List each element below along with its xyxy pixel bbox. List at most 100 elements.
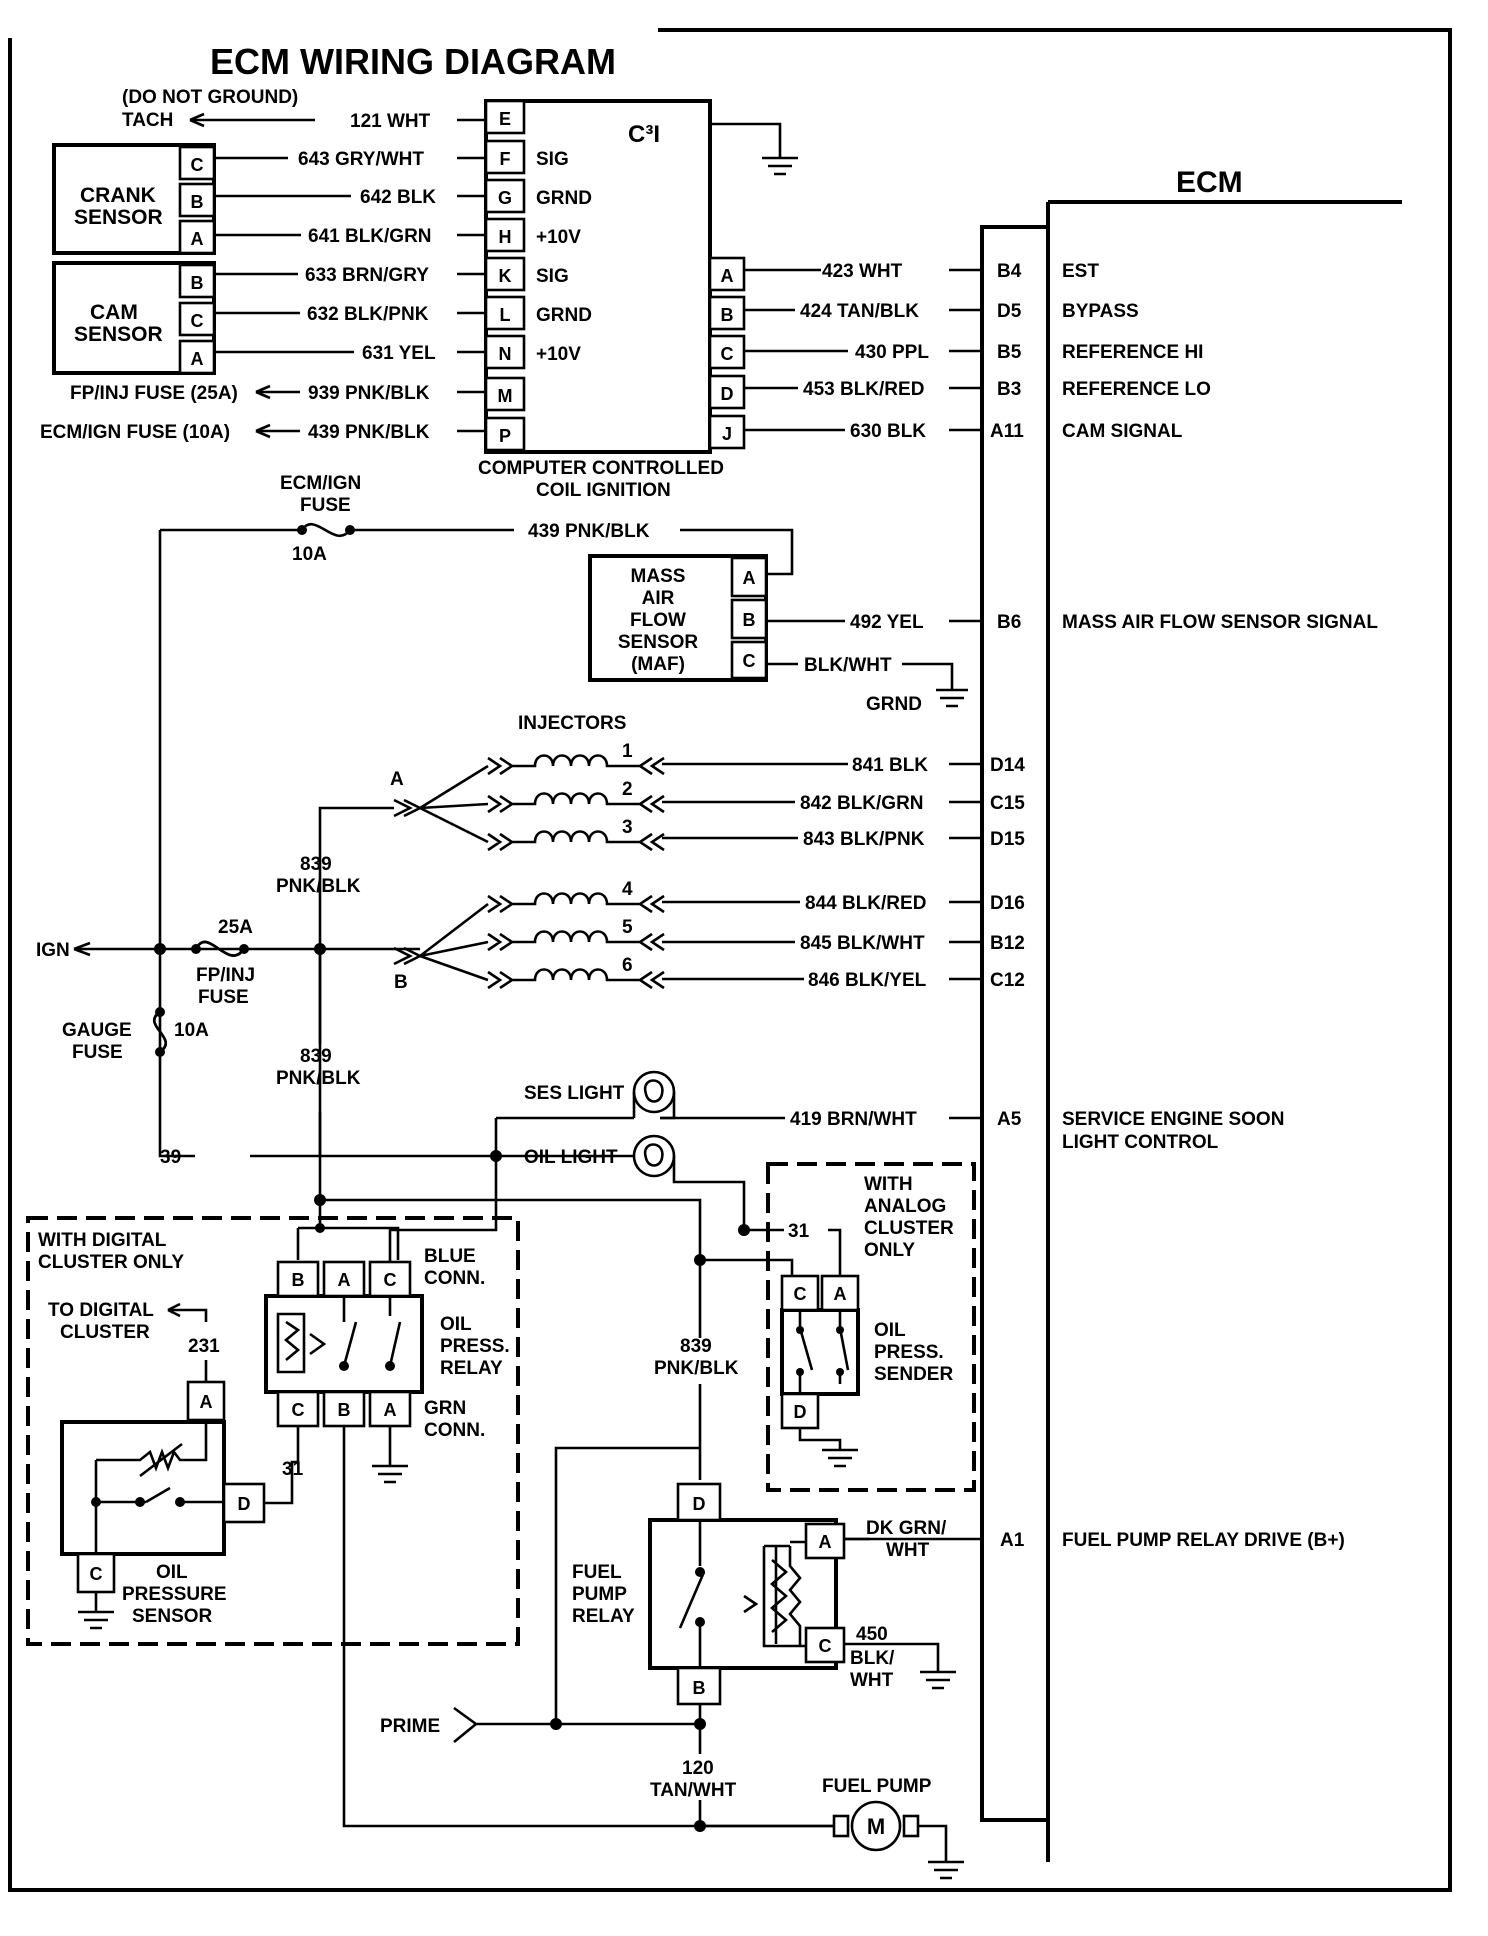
wire-839-label-2-color: PNK/BLK (276, 1068, 361, 1089)
ecm-pin-d15: D15 (990, 829, 1025, 850)
maf-pin-b: B (743, 610, 756, 630)
ign-bus: ECM/IGN FUSE 10A 439 PNK/BLK (158, 473, 794, 1158)
oil-sensor-pin-d: D (238, 1494, 251, 1514)
prime-label: PRIME (380, 1716, 440, 1737)
ecm-pin-c12: C12 (990, 970, 1025, 991)
wire-492-label: 492 YEL (850, 612, 924, 633)
page-frame (8, 28, 1452, 1892)
wire-450-blk: BLK/ (850, 1648, 895, 1669)
ecm-pin-a5: A5 (997, 1109, 1022, 1130)
ecm-fn-ses-1: SERVICE ENGINE SOON (1062, 1109, 1284, 1130)
wire-120-color: TAN/WHT (650, 1780, 737, 1801)
ecm-label: ECM (1176, 166, 1243, 199)
oil-sensor-pin-a: A (200, 1392, 213, 1412)
wire-632-label: 632 BLK/PNK (307, 304, 429, 325)
ign-source: IGN 25A FP/INJ FUSE GAUGE FUSE 10A (36, 917, 420, 1063)
maf-sensor: A B C MASS AIR FLOW SENSOR (MAF) BLK/WHT… (588, 554, 968, 715)
tach-note: (DO NOT GROUND) (122, 87, 298, 108)
wire-641-label: 641 BLK/GRN (308, 226, 432, 247)
cam-sensor: B C A CAM SENSOR (52, 261, 216, 375)
wire-121-label: 121 WHT (350, 111, 431, 132)
injector-bank-a: A (390, 769, 404, 790)
wire-31-analog-label: 31 (788, 1221, 810, 1242)
injector-coils (487, 754, 665, 990)
fuel-pump-label: FUEL PUMP (822, 1776, 932, 1797)
wire-839-label-1-num: 839 (300, 854, 332, 875)
ecm-pin-b12: B12 (990, 933, 1025, 954)
wire-dkgrn-label-2: WHT (886, 1540, 930, 1561)
ecm-fn-bypass: BYPASS (1062, 301, 1139, 322)
c3i-pin-k: K (499, 266, 512, 286)
wire-dkgrn-label-1: DK GRN/ (866, 1518, 947, 1539)
oil-pressure-sensor: A D C OIL PRESSURE SENSOR (60, 1380, 266, 1630)
c3i-pin-b: B (721, 305, 734, 325)
c3i-fn-10v-2: +10V (536, 344, 581, 365)
c3i-left-wires: (DO NOT GROUND) TACH 121 WHT 643 GRY/WHT… (40, 87, 486, 443)
injectors: INJECTORS A B 1 2 3 4 5 6 (318, 713, 665, 1156)
cam-pin-c: C (191, 311, 204, 331)
relay-bottom-pin-a: A (384, 1400, 397, 1420)
warning-lights: SES LIGHT OIL LIGHT 39 31 (160, 1070, 842, 1276)
ecm-fn-reference-hi: REFERENCE HI (1062, 342, 1203, 363)
c3i-pin-j: J (722, 424, 732, 444)
c3i-pin-m: M (498, 386, 513, 406)
c3i-fn-grnd-1: GRND (536, 188, 592, 209)
wire-450-label: 450 (856, 1624, 888, 1645)
ecm-ign-fuse-rating: 10A (292, 544, 327, 565)
grn-conn-2: CONN. (424, 1420, 485, 1441)
fp-relay-pin-c: C (819, 1636, 832, 1656)
ecm-fn-maf-signal: MASS AIR FLOW SENSOR SIGNAL (1062, 612, 1378, 633)
wire-430-label: 430 PPL (855, 342, 929, 363)
c3i-pin-e: E (499, 109, 511, 129)
gauge-fuse-label-1: GAUGE (62, 1020, 132, 1041)
ecm-ign-fuse-10a-label: ECM/IGN FUSE (10A) (40, 422, 230, 443)
ecm-fn-est: EST (1062, 261, 1099, 282)
wire-845-label: 845 BLK/WHT (800, 933, 925, 954)
cam-sensor-label-1: CAM (90, 301, 138, 324)
fp-relay-pin-d: D (693, 1494, 706, 1514)
wire-846-label: 846 BLK/YEL (808, 970, 927, 991)
wire-939-label: 939 PNK/BLK (308, 383, 430, 404)
crank-sensor-label-1: CRANK (80, 184, 156, 207)
ses-light-label: SES LIGHT (524, 1083, 625, 1104)
c3i-fn-sig-2: SIG (536, 266, 569, 287)
oil-press-relay-3: RELAY (440, 1358, 503, 1379)
injector-6: 6 (622, 955, 633, 976)
ecm-fn-fuel-pump-relay-drive: FUEL PUMP RELAY DRIVE (B+) (1062, 1530, 1345, 1551)
oil-light-label: OIL LIGHT (524, 1147, 618, 1168)
wire-231-label: 231 (188, 1336, 220, 1357)
injector-2: 2 (622, 779, 633, 800)
c3i-pin-l: L (500, 305, 511, 325)
injector-1: 1 (622, 741, 633, 762)
wire-39-label: 39 (160, 1147, 181, 1168)
crank-sensor: C B A CRANK SENSOR (52, 143, 216, 255)
ecm-pin-b3: B3 (997, 379, 1021, 400)
fuel-pump-relay-3: RELAY (572, 1606, 635, 1627)
c3i-module: C³I E F G H K L N M P SIG GRND +10V SIG … (478, 99, 798, 501)
wire-839-feed (296, 949, 794, 1480)
digital-cluster-region: WITH DIGITAL CLUSTER ONLY TO DIGITAL CLU… (26, 1216, 520, 1646)
ecm-pin-a11: A11 (990, 421, 1024, 442)
fuel-pump-circuit: PRIME 120 TAN/WHT M FUEL PUMP (380, 1446, 964, 1880)
analog-cluster-3: CLUSTER (864, 1218, 954, 1239)
crank-sensor-label-2: SENSOR (74, 206, 163, 229)
wire-839-label-2-num: 839 (300, 1046, 332, 1067)
relay-top-pin-b: B (292, 1270, 305, 1290)
relay-top-pin-c: C (384, 1270, 397, 1290)
wire-839-label-1-color: PNK/BLK (276, 876, 361, 897)
oil-press-sender-3: SENDER (874, 1364, 953, 1385)
relay-bottom-pin-c: C (292, 1400, 305, 1420)
ecm-pin-b5: B5 (997, 342, 1022, 363)
wire-841-label: 841 BLK (852, 755, 928, 776)
c3i-pin-a: A (721, 266, 734, 286)
wire-453-label: 453 BLK/RED (803, 379, 924, 400)
ecm-fn-cam-signal: CAM SIGNAL (1062, 421, 1183, 442)
digital-cluster-label-2: CLUSTER ONLY (38, 1252, 184, 1273)
analog-cluster-region: WITH ANALOG CLUSTER ONLY C A D OIL PRESS… (766, 1162, 976, 1492)
maf-label-1: MASS (631, 566, 686, 587)
to-digital-cluster-2: CLUSTER (60, 1322, 150, 1343)
ign-label: IGN (36, 940, 70, 961)
c3i-caption-2: COIL IGNITION (536, 480, 671, 501)
c3i-caption-1: COMPUTER CONTROLLED (478, 458, 724, 479)
maf-label-4: SENSOR (618, 632, 699, 653)
